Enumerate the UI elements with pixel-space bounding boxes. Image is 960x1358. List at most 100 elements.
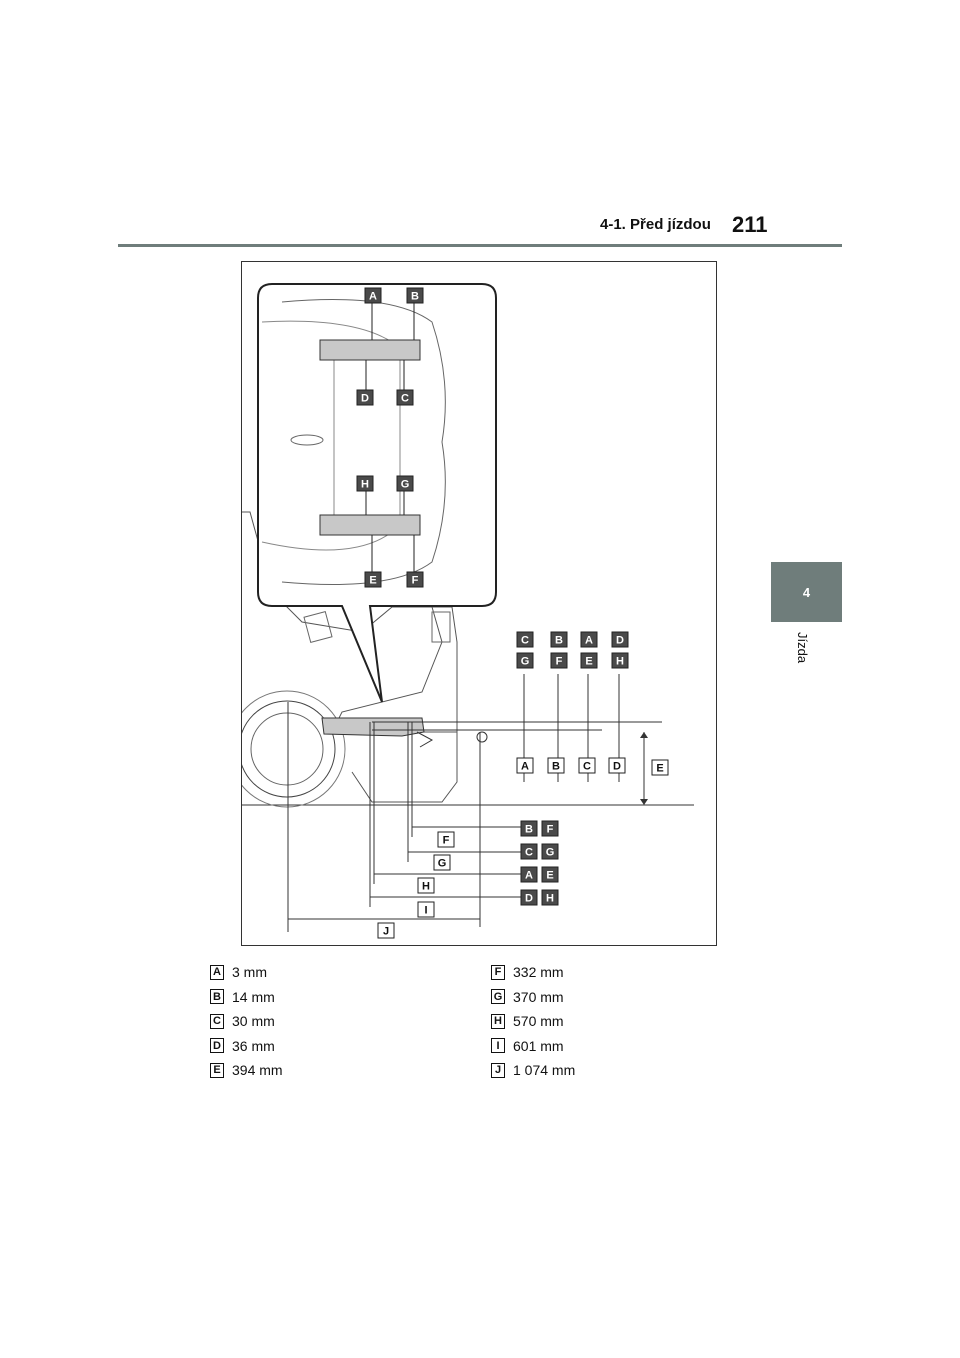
- callout-letter: B: [525, 824, 533, 836]
- dimension-value: 30 mm: [232, 1013, 275, 1030]
- callout-letter: B: [555, 635, 563, 647]
- callout-b: B: [547, 757, 565, 774]
- dimension-value: 394 mm: [232, 1062, 283, 1079]
- dimension-letter-badge: I: [491, 1038, 505, 1054]
- callout-e: E: [580, 652, 598, 669]
- callout-g: G: [433, 854, 451, 871]
- callout-c: C: [578, 757, 596, 774]
- page-number: 211: [732, 212, 768, 237]
- callout-d: D: [520, 889, 538, 906]
- callout-b: B: [520, 820, 538, 837]
- dimension-value: 570 mm: [513, 1013, 564, 1030]
- dimension-value: 14 mm: [232, 988, 275, 1005]
- dimension-item: C 30 mm: [210, 1009, 283, 1034]
- callout-letter: D: [613, 761, 621, 773]
- callout-e: E: [541, 866, 559, 883]
- callout-letter: C: [401, 393, 409, 405]
- callout-f: F: [406, 571, 424, 588]
- dimension-value: 3 mm: [232, 964, 267, 981]
- dimension-letter-badge: F: [491, 964, 505, 980]
- callout-d: D: [608, 757, 626, 774]
- callout-letter: C: [525, 847, 533, 859]
- callout-h: H: [541, 889, 559, 906]
- callout-h: H: [611, 652, 629, 669]
- callout-h: H: [417, 877, 435, 894]
- callout-a: A: [520, 866, 538, 883]
- callout-f: F: [541, 820, 559, 837]
- callout-letter: A: [369, 291, 377, 303]
- callout-d: D: [611, 631, 629, 648]
- dimension-value: 370 mm: [513, 988, 564, 1005]
- callout-letter: G: [401, 479, 410, 491]
- callout-g: G: [396, 475, 414, 492]
- callout-j: J: [377, 922, 395, 939]
- dimension-value: 332 mm: [513, 964, 564, 981]
- callout-letter: F: [412, 575, 419, 587]
- dimension-item: D 36 mm: [210, 1034, 283, 1059]
- callout-a: A: [516, 757, 534, 774]
- header-divider: [118, 244, 842, 247]
- callout-letter: D: [525, 893, 533, 905]
- dimension-letter-badge: H: [491, 1013, 505, 1029]
- dimension-letter-badge: C: [210, 1013, 224, 1029]
- callout-letter: G: [438, 858, 447, 870]
- callout-e: E: [651, 759, 669, 776]
- callout-a: A: [364, 287, 382, 304]
- callout-letter: E: [585, 656, 592, 668]
- dimension-item: E 394 mm: [210, 1058, 283, 1083]
- dimension-value: 36 mm: [232, 1037, 275, 1054]
- callout-c: C: [520, 843, 538, 860]
- callout-letter: F: [547, 824, 554, 836]
- dimension-letter-badge: J: [491, 1062, 505, 1078]
- callout-letter: B: [552, 761, 560, 773]
- dimension-letter-badge: G: [491, 989, 505, 1005]
- section-title: 4-1. Před jízdou: [600, 216, 711, 233]
- dimension-value: 1 074 mm: [513, 1062, 576, 1079]
- callout-b: B: [406, 287, 424, 304]
- callout-letter: E: [369, 575, 376, 587]
- chapter-tab: 4: [771, 562, 842, 622]
- dimension-value: 601 mm: [513, 1037, 564, 1054]
- callout-letter: D: [616, 635, 624, 647]
- callout-h: H: [356, 475, 374, 492]
- callout-letter: B: [411, 291, 419, 303]
- callout-i: I: [417, 901, 435, 918]
- callout-letter: D: [361, 393, 369, 405]
- callout-d: D: [356, 389, 374, 406]
- callout-c: C: [516, 631, 534, 648]
- dimension-letter-badge: B: [210, 989, 224, 1005]
- callout-letter: H: [361, 479, 369, 491]
- callout-g: G: [541, 843, 559, 860]
- dimension-item: H 570 mm: [491, 1009, 575, 1034]
- dimension-item: B 14 mm: [210, 985, 283, 1010]
- chapter-number: 4: [802, 584, 811, 600]
- chapter-label: Jízda: [795, 632, 810, 664]
- callout-letter: H: [422, 881, 430, 893]
- dimension-list-right: F 332 mm G 370 mm H 570 mm I 601 mm J 1 074 mm: [491, 960, 575, 1083]
- callout-a: A: [580, 631, 598, 648]
- callout-e: E: [364, 571, 382, 588]
- dimension-item: F 332 mm: [491, 960, 575, 985]
- callout-letter: C: [583, 761, 591, 773]
- callout-letter: A: [525, 870, 533, 882]
- callout-letter: A: [585, 635, 593, 647]
- callout-letter: H: [546, 893, 554, 905]
- callout-b: B: [550, 631, 568, 648]
- dimension-letter-badge: E: [210, 1062, 224, 1078]
- callout-letter: F: [556, 656, 563, 668]
- callout-letter: I: [424, 905, 427, 917]
- callout-letter: J: [383, 926, 389, 938]
- dimension-item: G 370 mm: [491, 985, 575, 1010]
- callout-letter: A: [521, 761, 529, 773]
- callout-letter: H: [616, 656, 624, 668]
- dimension-item: J 1 074 mm: [491, 1058, 575, 1083]
- dimension-letter-badge: D: [210, 1038, 224, 1054]
- callout-g: G: [516, 652, 534, 669]
- callout-letter: G: [521, 656, 530, 668]
- callout-f: F: [437, 831, 455, 848]
- callout-f: F: [550, 652, 568, 669]
